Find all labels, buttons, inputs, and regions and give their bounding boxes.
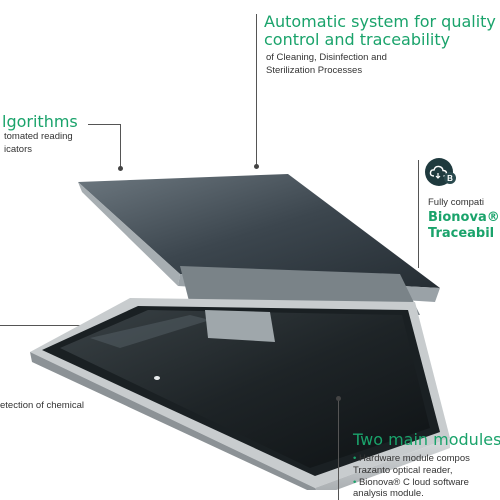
left-callout-title: lgorithms bbox=[2, 112, 78, 131]
base-front-left bbox=[30, 352, 317, 490]
badge-letter: B bbox=[444, 172, 456, 184]
item-text: Bionova® C loud software bbox=[356, 477, 469, 488]
status-led bbox=[154, 376, 160, 380]
top-callout-title-2: control and traceability bbox=[264, 30, 451, 49]
bionova-cloud-icon: B bbox=[425, 158, 456, 186]
left-callout-sub-2: icators bbox=[4, 144, 32, 155]
left-leader-line-v bbox=[120, 124, 121, 168]
indicator-strip bbox=[205, 310, 275, 342]
left-lower-text: etection of chemical bbox=[0, 400, 84, 411]
glass-highlight bbox=[90, 315, 210, 348]
base-front-right bbox=[315, 438, 450, 490]
left-callout-sub-1: tomated reading bbox=[4, 131, 73, 142]
bottom-callout-title: Two main modules bbox=[353, 430, 500, 449]
bullet: • bbox=[353, 453, 357, 464]
bottom-item-1-line-1: • Hardware module compos bbox=[353, 452, 470, 465]
bottom-item-1-line-2: Trazanto optical reader, bbox=[353, 465, 453, 476]
scanner-glass bbox=[60, 310, 430, 468]
top-leader-dot bbox=[254, 164, 259, 169]
top-callout-sub-1: of Cleaning, Disinfection and bbox=[266, 52, 387, 63]
bullet: • bbox=[353, 477, 357, 488]
right-leader-line bbox=[418, 160, 419, 268]
lid-top bbox=[78, 174, 440, 288]
left-leader-dot bbox=[118, 166, 123, 171]
bottom-item-2-line-2: analysis module. bbox=[353, 488, 424, 499]
top-callout-title-1: Automatic system for quality bbox=[264, 12, 496, 31]
item-text: Hardware module compos bbox=[356, 453, 470, 464]
bottom-leader-line bbox=[338, 398, 339, 500]
top-callout-sub-2: Sterilization Processes bbox=[266, 65, 363, 76]
trazanto-reader-device bbox=[30, 174, 450, 490]
right-callout-sub: Fully compati bbox=[428, 197, 484, 208]
right-callout-bold-2: Traceabil bbox=[428, 226, 495, 241]
bottom-leader-dot bbox=[336, 396, 341, 401]
bottom-item-2-line-1: • Bionova® C loud software bbox=[353, 476, 469, 489]
right-callout-bold-1: Bionova® bbox=[428, 210, 500, 225]
lid-side bbox=[78, 182, 180, 286]
left-lower-leader-line bbox=[0, 325, 120, 326]
top-leader-line bbox=[256, 14, 257, 166]
left-leader-line-h bbox=[88, 124, 121, 125]
